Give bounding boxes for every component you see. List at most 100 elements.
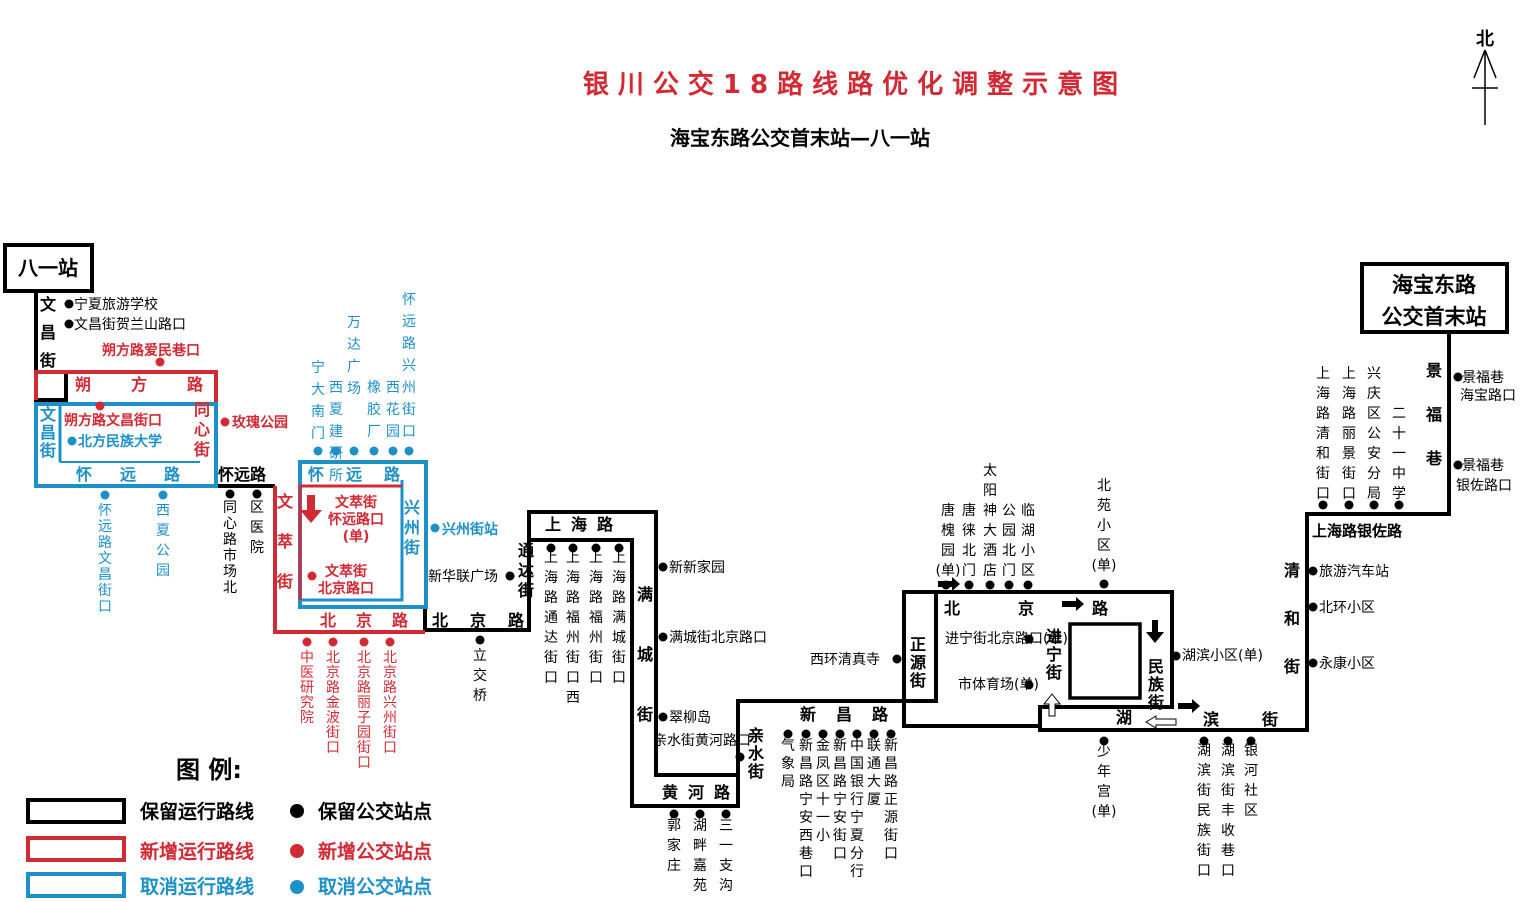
stop-dot: [1394, 500, 1404, 510]
stop-dot: [1308, 602, 1318, 612]
stop-dot: [95, 401, 105, 411]
stop-label: 少年宫(单): [1092, 744, 1117, 820]
stop-dot: [852, 729, 862, 739]
stop-dot: [64, 299, 74, 309]
stop-label: 三一支沟: [719, 818, 733, 894]
stop-dot: [1099, 579, 1109, 589]
stop-label: 上海路福州街口西: [566, 550, 580, 706]
stop-label-add: 文萃街北京路口: [318, 563, 374, 597]
stop-label: 新华联广场: [428, 569, 498, 585]
road-jingfu: 景福巷: [1425, 361, 1443, 468]
terminal-haibao-box: [1360, 262, 1509, 334]
road-wenchang-cancel: 文昌街: [39, 405, 57, 460]
stop-dot: [67, 436, 77, 446]
stop-dot: [783, 729, 793, 739]
road-bin: 滨: [1203, 710, 1219, 729]
road-qinghe: 清和街: [1283, 561, 1300, 676]
stop-label-jingfu-haibao: 景福巷海宝路口: [1460, 370, 1516, 404]
stop-label-cancel: 兴州街站: [442, 521, 498, 538]
stop-label: 西花园: [386, 380, 400, 440]
stop-label: 中医研究院: [300, 650, 314, 726]
stop-dot: [669, 809, 679, 819]
stop-label: 公园北门: [1002, 503, 1016, 579]
route-keep-mancheng-loop: [529, 538, 740, 808]
stop-dot: [155, 357, 165, 367]
stop-dot: [1344, 500, 1354, 510]
stop-label: 湖滨街丰收巷口: [1221, 743, 1235, 879]
stop-label: 文昌街贺兰山路口: [74, 317, 186, 333]
stop-dot: [869, 729, 879, 739]
stop-label: 上海路满城街口: [612, 550, 626, 686]
stop-label-cancel: 北方民族大学: [78, 433, 162, 450]
stop-dot: [546, 543, 556, 553]
road-huaiyuan-cancel: 怀远路: [76, 465, 208, 484]
stop-dot: [252, 489, 262, 499]
stop-label: 太阳神大酒店: [983, 463, 997, 579]
stop-dot: [1453, 460, 1463, 470]
stop-dot: [404, 446, 414, 456]
stop-dot: [64, 319, 74, 329]
stop-dot: [313, 446, 323, 456]
road-huaiyuan-keep: 怀远路: [218, 465, 267, 484]
stop-label: 同心路市场北: [223, 500, 237, 596]
road-beijing-red: 北京路: [320, 611, 428, 630]
stop-label: 市体育场(单): [958, 676, 1039, 693]
road-tongda: 通达街: [517, 541, 534, 600]
legend-add-dot: [290, 844, 304, 858]
direction-arrow-right: [1062, 597, 1084, 611]
hub-square: [1068, 622, 1142, 700]
stop-label: 上海路通达街口: [544, 550, 558, 686]
stop-label-add: 文萃街怀远路口(单): [328, 494, 384, 545]
direction-arrow-right: [1178, 699, 1200, 713]
north-arrow-head-left: [1473, 49, 1486, 79]
stop-dot: [695, 809, 705, 819]
stop-dot: [1099, 736, 1109, 746]
stop-label: 橡胶厂: [367, 380, 381, 440]
legend-add-line-label: 新增运行路线: [140, 840, 254, 863]
stop-label: 兴庆区公安分局: [1367, 366, 1381, 502]
stop-label-add: 朔方路爱民巷口: [102, 342, 200, 359]
stop-label-add: 朔方路文昌街口: [64, 412, 162, 429]
stop-label: 北京路丽子园街口: [357, 650, 371, 771]
stop-dot: [307, 571, 317, 581]
stop-dot: [430, 523, 440, 533]
stop-dot: [721, 809, 731, 819]
stop-label: 唐槐园(单): [936, 502, 961, 579]
legend-add-stop-label: 新增公交站点: [318, 840, 432, 863]
stop-label: 满城街北京路口: [669, 630, 767, 646]
direction-arrow-down-red: [300, 495, 322, 523]
stop-dot: [225, 489, 235, 499]
stop-label: 怀远路兴州街口: [402, 292, 416, 440]
stop-dot: [892, 654, 902, 664]
stop-dot: [1453, 372, 1463, 382]
road-shanghai: 上海路: [545, 515, 623, 534]
stop-label: 进宁街北京路口(单): [945, 630, 1068, 647]
stop-label: 湖滨小区(单): [1182, 648, 1263, 664]
stop-dot: [359, 637, 369, 647]
north-arrow-head-right: [1484, 49, 1497, 79]
road-jie: 街: [1261, 710, 1278, 729]
stop-label: 新昌路宁安街口: [833, 738, 847, 862]
map-title: 银川公交18路线路优化调整示意图: [583, 69, 1127, 100]
route-keep-wenchang: [34, 291, 68, 402]
stop-dot: [1246, 736, 1256, 746]
stop-dot: [964, 580, 974, 590]
stop-dot: [985, 580, 995, 590]
road-mancheng: 满城街: [636, 585, 653, 724]
stop-label: 北苑小区(单): [1092, 478, 1117, 574]
road-huaiyuan-top: 怀远路: [308, 465, 422, 484]
direction-arrow-up-outline: [1042, 693, 1062, 717]
stop-label: 北环小区: [1319, 600, 1375, 616]
stop-label: 临湖小区: [1021, 503, 1035, 579]
terminal-haibao-label-2: 公交首末站: [1382, 305, 1487, 329]
route-cancel-wenchang-huaiyuan: [34, 402, 218, 488]
legend-cancel-line: [26, 872, 126, 898]
stop-label: 立交桥: [473, 648, 487, 704]
road-shuofang: 朔方路: [75, 375, 243, 394]
stop-label: 怀远路文昌街口: [98, 503, 112, 615]
road-huanghe: 黄河路: [662, 783, 740, 802]
stop-dot: [158, 490, 168, 500]
road-minzu: 民族街: [1147, 657, 1165, 712]
stop-label: 永康小区: [1319, 655, 1375, 672]
